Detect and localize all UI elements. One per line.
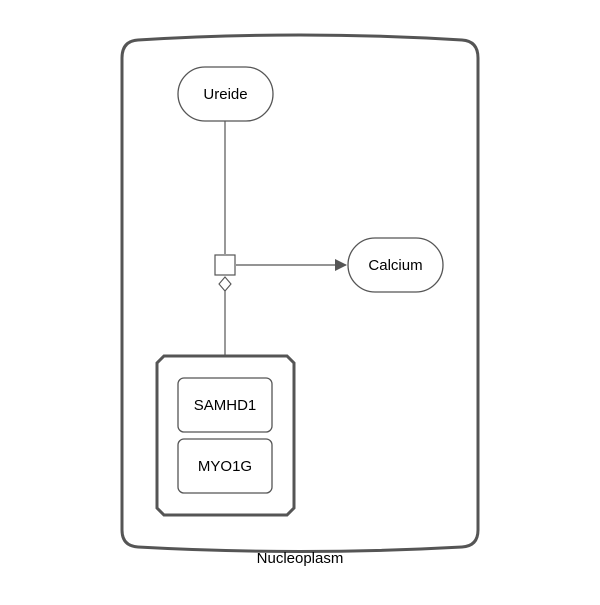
- node-ureide-label: Ureide: [203, 86, 247, 103]
- complex-node[interactable]: SAMHD1 MYO1G: [155, 354, 296, 517]
- complex-member-myo1g[interactable]: MYO1G: [177, 438, 273, 494]
- node-ureide[interactable]: Ureide: [177, 66, 274, 122]
- complex-member-label: MYO1G: [198, 458, 252, 475]
- node-calcium-label: Calcium: [368, 257, 422, 274]
- node-calcium[interactable]: Calcium: [347, 237, 444, 293]
- complex-member-samhd1[interactable]: SAMHD1: [177, 377, 273, 433]
- complex-member-label: SAMHD1: [194, 397, 257, 414]
- compartment-label: Nucleoplasm: [257, 550, 344, 567]
- modulation-diamond-icon: [218, 276, 232, 292]
- process-node[interactable]: [214, 254, 236, 276]
- nucleoplasm-compartment: [120, 33, 480, 553]
